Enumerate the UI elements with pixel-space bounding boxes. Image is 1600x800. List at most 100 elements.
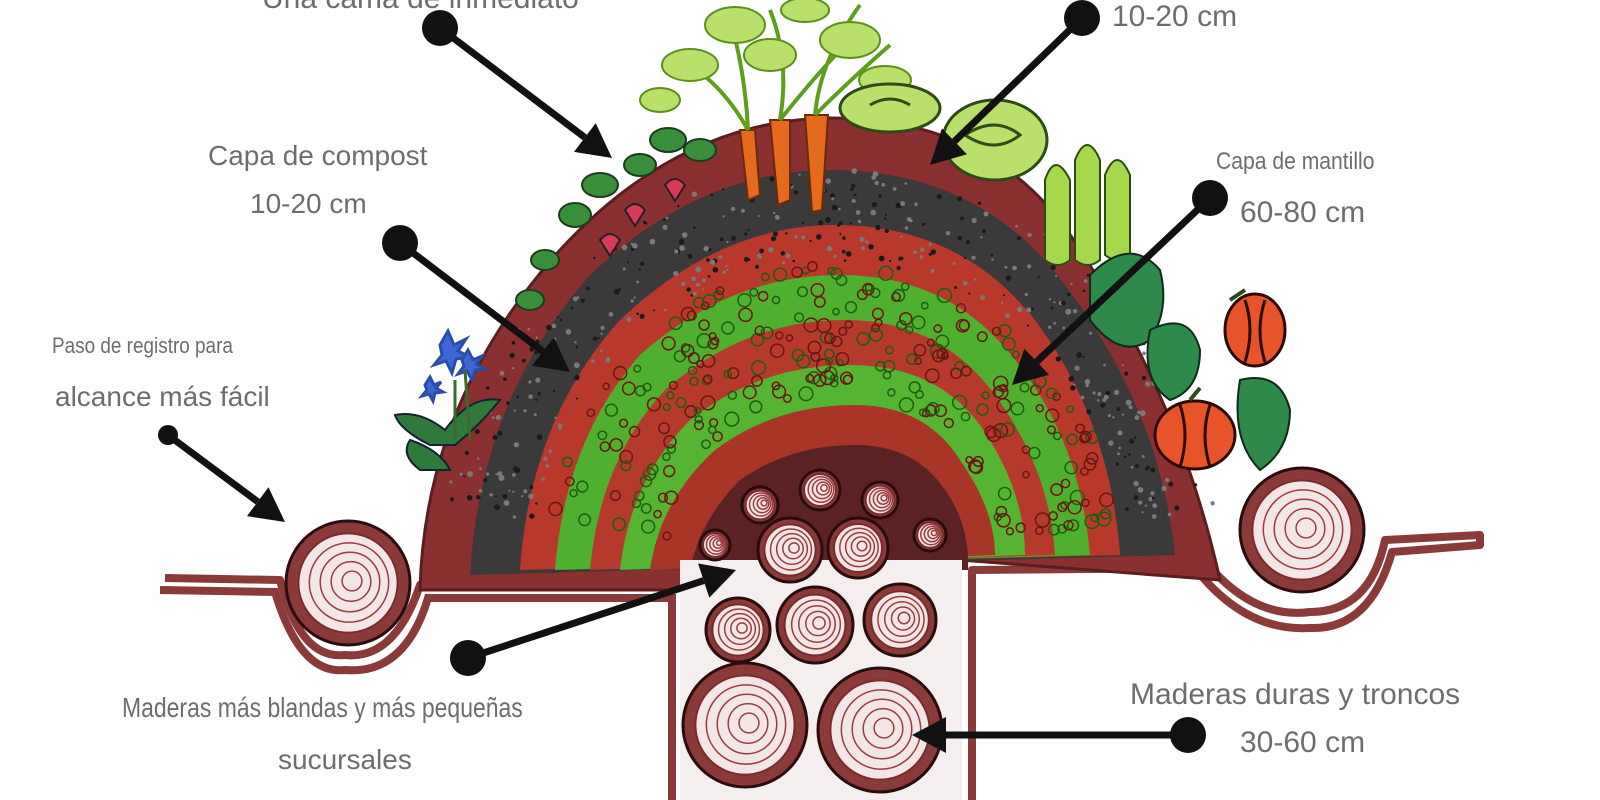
speckle [1053, 301, 1056, 304]
speckle [757, 290, 769, 302]
speckle [708, 248, 712, 252]
speckle [693, 420, 705, 431]
speckle [727, 367, 740, 380]
speckle [882, 360, 896, 373]
speckle [859, 236, 865, 242]
label-hardwood-depth: 30-60 cm [1240, 726, 1366, 759]
speckle [466, 495, 473, 501]
speckle [696, 359, 705, 369]
speckle [871, 323, 880, 333]
speckle [575, 346, 579, 349]
speckle [1057, 502, 1068, 513]
speckle [715, 286, 725, 295]
speckle [684, 405, 698, 419]
speckle [483, 478, 488, 483]
speckle [1085, 383, 1089, 388]
speckle [1016, 306, 1023, 312]
speckle [503, 500, 510, 506]
speckle [641, 519, 656, 534]
speckle [680, 306, 696, 322]
speckle [928, 243, 932, 247]
speckle [666, 391, 675, 400]
speckle [712, 267, 719, 273]
speckle [742, 385, 757, 400]
speckle [693, 296, 705, 309]
speckle [636, 312, 639, 316]
speckle [1069, 489, 1086, 506]
speckle [1015, 224, 1018, 228]
speckle [831, 204, 838, 211]
speckle [724, 411, 740, 427]
speckle [1012, 265, 1017, 271]
speckle [906, 353, 918, 365]
speckle [545, 464, 550, 468]
speckle [554, 416, 557, 419]
speckle [855, 210, 861, 215]
speckle [541, 477, 545, 481]
speckle [449, 480, 453, 484]
speckle [1064, 460, 1079, 475]
speckle [919, 255, 924, 259]
speckle [991, 326, 1002, 336]
speckle [509, 352, 515, 359]
speckle [780, 251, 785, 256]
speckle [842, 236, 846, 240]
speckle [512, 490, 515, 493]
speckle [841, 249, 846, 254]
speckle [1080, 395, 1085, 400]
speckle [1052, 431, 1062, 441]
speckle [702, 374, 713, 384]
speckle [599, 441, 611, 452]
speckle [1065, 308, 1072, 315]
speckle [1050, 306, 1054, 310]
speckle [818, 220, 824, 226]
speckle [1075, 423, 1085, 434]
pumpkins [1153, 292, 1287, 471]
speckle [984, 425, 998, 439]
speckle [657, 492, 669, 503]
speckle [494, 504, 500, 511]
speckle [652, 309, 656, 312]
label-mulch-title: Capa de mantillo [1216, 148, 1375, 175]
speckle [722, 270, 727, 275]
speckle [913, 250, 917, 254]
speckle [969, 460, 984, 475]
speckle [725, 264, 728, 268]
speckle [976, 403, 989, 416]
speckle [1010, 401, 1025, 416]
speckle [1099, 492, 1114, 508]
speckle [870, 209, 876, 216]
speckle [535, 377, 541, 383]
speckle [666, 444, 677, 454]
speckle [663, 464, 676, 478]
speckle [498, 475, 505, 481]
speckle [861, 282, 875, 296]
speckle [1079, 432, 1090, 444]
speckle [936, 194, 942, 199]
speckle [842, 374, 853, 385]
speckle [1103, 394, 1109, 400]
speckle [546, 324, 552, 331]
speckle [687, 365, 698, 376]
speckle [749, 287, 759, 297]
speckle [1128, 453, 1131, 456]
speckle [868, 327, 883, 342]
speckle [1128, 405, 1133, 410]
speckle [730, 206, 736, 212]
speckle [951, 394, 968, 411]
speckle [757, 215, 760, 217]
speckle [1105, 390, 1111, 396]
speckle [643, 220, 647, 224]
speckle [1100, 402, 1106, 408]
speckle [974, 278, 977, 281]
speckle [467, 471, 473, 477]
speckle [830, 335, 843, 348]
speckle [592, 336, 598, 342]
speckle [955, 303, 967, 314]
speckle [477, 457, 480, 460]
speckle [911, 315, 926, 330]
speckle [857, 219, 862, 224]
speckle [832, 307, 840, 316]
speckle [646, 397, 662, 412]
speckle [868, 244, 874, 250]
